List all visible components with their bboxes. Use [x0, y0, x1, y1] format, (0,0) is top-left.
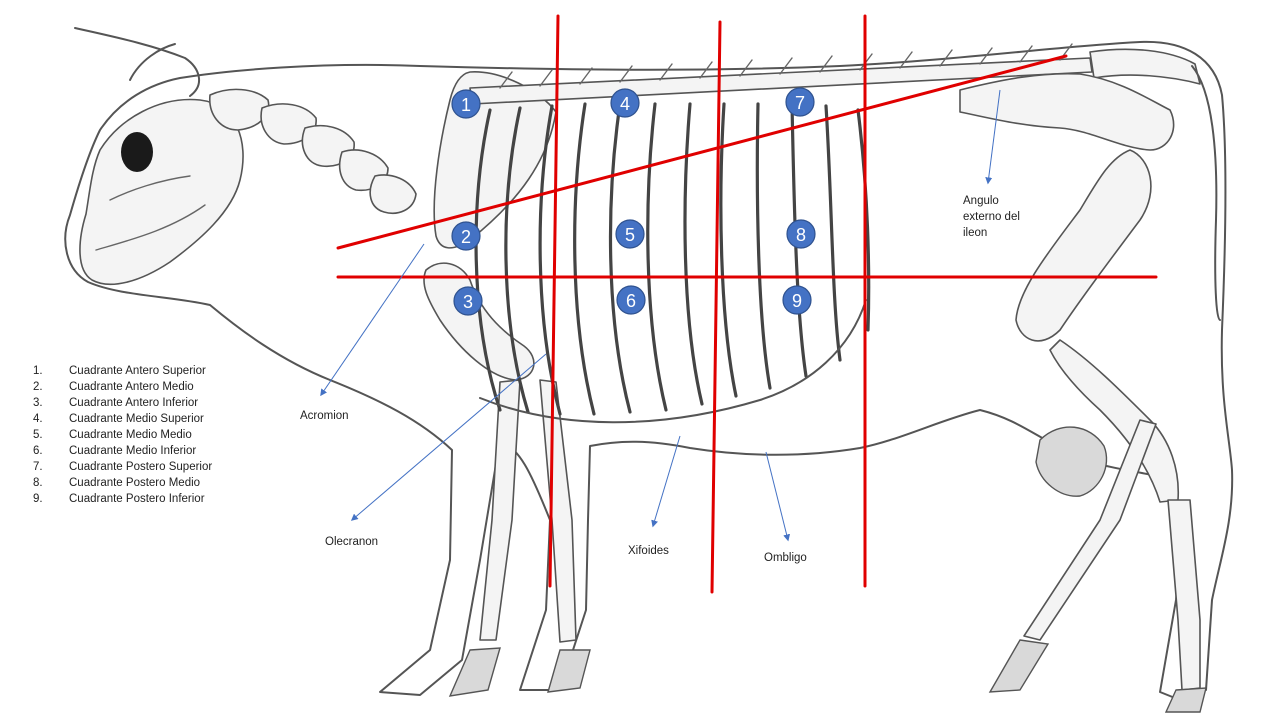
- svg-text:Cuadrante Medio Superior: Cuadrante Medio Superior: [69, 413, 204, 425]
- cow-eye-socket: [121, 132, 153, 172]
- quadrant-grid: [336, 14, 1158, 594]
- legend-item: 3. Cuadrante Antero Inferior: [33, 397, 198, 409]
- legend-item: 8. Cuadrante Postero Medio: [33, 477, 200, 489]
- svg-text:Cuadrante Postero Medio: Cuadrante Postero Medio: [69, 477, 200, 489]
- olecranon-pointer: [350, 353, 547, 521]
- olecranon-label: Olecranon: [325, 536, 378, 548]
- cow-skull: [79, 98, 244, 286]
- svg-text:9.: 9.: [33, 493, 43, 505]
- svg-text:1: 1: [461, 95, 471, 115]
- svg-text:6.: 6.: [33, 445, 43, 457]
- xiphoid-label: Xifoides: [628, 545, 669, 557]
- svg-text:7.: 7.: [33, 461, 43, 473]
- legend-item: 2. Cuadrante Antero Medio: [33, 381, 194, 393]
- quadrant-marker: 6: [616, 285, 646, 315]
- quadrant-marker: 1: [451, 89, 481, 119]
- legend-item: 5. Cuadrante Medio Medio: [33, 429, 192, 441]
- quadrant-marker: 9: [782, 285, 812, 315]
- acromion-pointer: [320, 243, 425, 397]
- ilium-label-line-2: externo del: [963, 211, 1020, 223]
- legend-item: 6. Cuadrante Medio Inferior: [33, 445, 196, 457]
- quadrant-marker: 8: [786, 219, 816, 249]
- svg-text:Cuadrante Medio Medio: Cuadrante Medio Medio: [69, 429, 192, 441]
- ilium-pointer: [985, 89, 1001, 185]
- legend-item: 1. Cuadrante Antero Superior: [33, 365, 206, 377]
- svg-text:Cuadrante Antero Medio: Cuadrante Antero Medio: [69, 381, 194, 393]
- navel-pointer: [765, 451, 791, 542]
- svg-text:2: 2: [461, 227, 471, 247]
- quadrant-marker: 2: [451, 221, 481, 251]
- svg-text:2.: 2.: [33, 381, 43, 393]
- cow-front-leg-bones: [448, 379, 591, 697]
- svg-text:7: 7: [795, 93, 805, 113]
- cow-jaw: [95, 175, 206, 251]
- quadrant-marker: 4: [610, 88, 640, 118]
- cow-udder: [1035, 426, 1108, 497]
- svg-text:9: 9: [792, 291, 802, 311]
- vertical-line-anterior: [548, 14, 560, 588]
- cow-ear: [74, 27, 200, 97]
- legend-item: 4. Cuadrante Medio Superior: [33, 413, 204, 425]
- svg-text:6: 6: [626, 291, 636, 311]
- svg-text:Cuadrante Antero Superior: Cuadrante Antero Superior: [69, 365, 206, 377]
- vertical-line-middle: [710, 20, 722, 594]
- svg-text:3: 3: [463, 292, 473, 312]
- svg-text:Cuadrante Antero Inferior: Cuadrante Antero Inferior: [69, 397, 198, 409]
- legend-item: 9. Cuadrante Postero Inferior: [33, 493, 205, 505]
- legend-item: 7. Cuadrante Postero Superior: [33, 461, 212, 473]
- svg-text:5: 5: [625, 225, 635, 245]
- cow-horn: [129, 43, 176, 81]
- ilium-label-line-1: Angulo: [963, 195, 999, 207]
- cow-humerus: [423, 262, 535, 381]
- acromion-label: Acromion: [300, 410, 349, 422]
- quadrant-markers: 1 2 3 4 5 6 7 8: [451, 87, 816, 316]
- svg-text:4.: 4.: [33, 413, 43, 425]
- cervical-vertebrae: [209, 88, 417, 214]
- svg-text:8: 8: [796, 225, 806, 245]
- landmark-annotations: Acromion Olecranon Xifoides Ombligo Angu…: [300, 89, 1020, 564]
- quadrant-marker: 5: [615, 219, 645, 249]
- cow-illustration: [64, 27, 1234, 713]
- quadrant-marker: 3: [453, 286, 483, 316]
- svg-text:8.: 8.: [33, 477, 43, 489]
- xiphoid-pointer: [651, 435, 681, 528]
- svg-text:3.: 3.: [33, 397, 43, 409]
- quadrant-legend: 1. Cuadrante Antero Superior 2. Cuadrant…: [33, 365, 212, 505]
- ilium-label-line-3: ileon: [963, 227, 987, 239]
- navel-label: Ombligo: [764, 552, 807, 564]
- svg-text:4: 4: [620, 94, 630, 114]
- svg-text:5.: 5.: [33, 429, 43, 441]
- pelvis-and-hind-bones: [959, 48, 1221, 713]
- svg-text:Cuadrante Medio Inferior: Cuadrante Medio Inferior: [69, 445, 196, 457]
- svg-text:Cuadrante Postero Inferior: Cuadrante Postero Inferior: [69, 493, 205, 505]
- quadrant-marker: 7: [785, 87, 815, 117]
- svg-text:1.: 1.: [33, 365, 43, 377]
- svg-text:Cuadrante Postero Superior: Cuadrante Postero Superior: [69, 461, 212, 473]
- oblique-line-upper: [336, 54, 1068, 250]
- rib-cage: [474, 102, 871, 424]
